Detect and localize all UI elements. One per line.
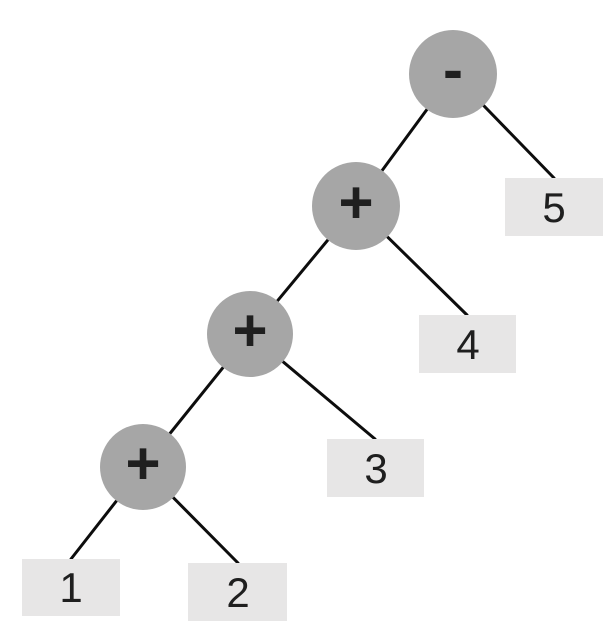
operand-label-1: 1 (59, 564, 82, 611)
node-labels: - + + + 1 2 3 4 5 (59, 36, 565, 616)
operand-node-2 (188, 563, 287, 621)
operator-node-plus-level3 (207, 291, 293, 377)
operand-label-4: 4 (456, 321, 479, 368)
operand-label-3: 3 (364, 445, 387, 492)
operator-label-minus-root: - (443, 36, 463, 103)
operator-node-plus-level2 (312, 162, 400, 250)
operand-node-1 (22, 559, 120, 616)
operator-label-plus-level4: + (125, 430, 160, 497)
operand-node-3 (327, 439, 424, 497)
operator-nodes (100, 30, 497, 510)
operand-label-2: 2 (226, 569, 249, 616)
operand-node-5 (505, 178, 603, 236)
operand-node-4 (419, 315, 516, 373)
operator-label-plus-level3: + (232, 297, 267, 364)
operator-label-plus-level2: + (338, 169, 373, 236)
operator-node-plus-level4 (100, 424, 186, 510)
operand-label-5: 5 (542, 184, 565, 231)
operand-nodes (22, 178, 603, 621)
operator-node-minus-root (409, 30, 497, 118)
